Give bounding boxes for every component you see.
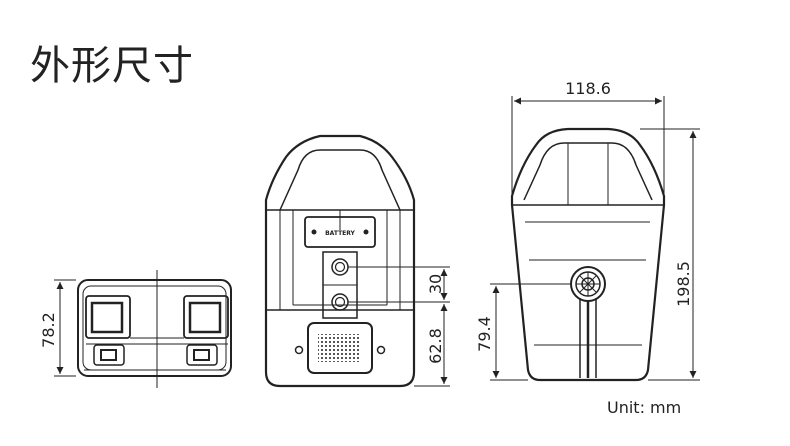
- side-view: [510, 127, 666, 382]
- rear-view: BATTERY: [264, 134, 416, 388]
- top-width-label: 118.6: [565, 79, 611, 98]
- page-title: 外形尺寸: [30, 43, 194, 89]
- front-height-label: 78.2: [39, 312, 58, 348]
- rear-dimensions: 30 62.8: [348, 266, 450, 387]
- side-dimensions: 118.6 198.5 79.4: [475, 79, 700, 381]
- unit-label: Unit: mm: [607, 398, 682, 417]
- side-bottom-label: 79.4: [475, 316, 494, 352]
- side-height-label: 198.5: [674, 261, 693, 307]
- rear-bracket-label: 30: [426, 274, 445, 294]
- front-view: [77, 270, 232, 388]
- battery-label: BATTERY: [325, 230, 355, 237]
- rear-bottom-label: 62.8: [426, 328, 445, 364]
- front-height-dimension: 78.2: [39, 279, 76, 377]
